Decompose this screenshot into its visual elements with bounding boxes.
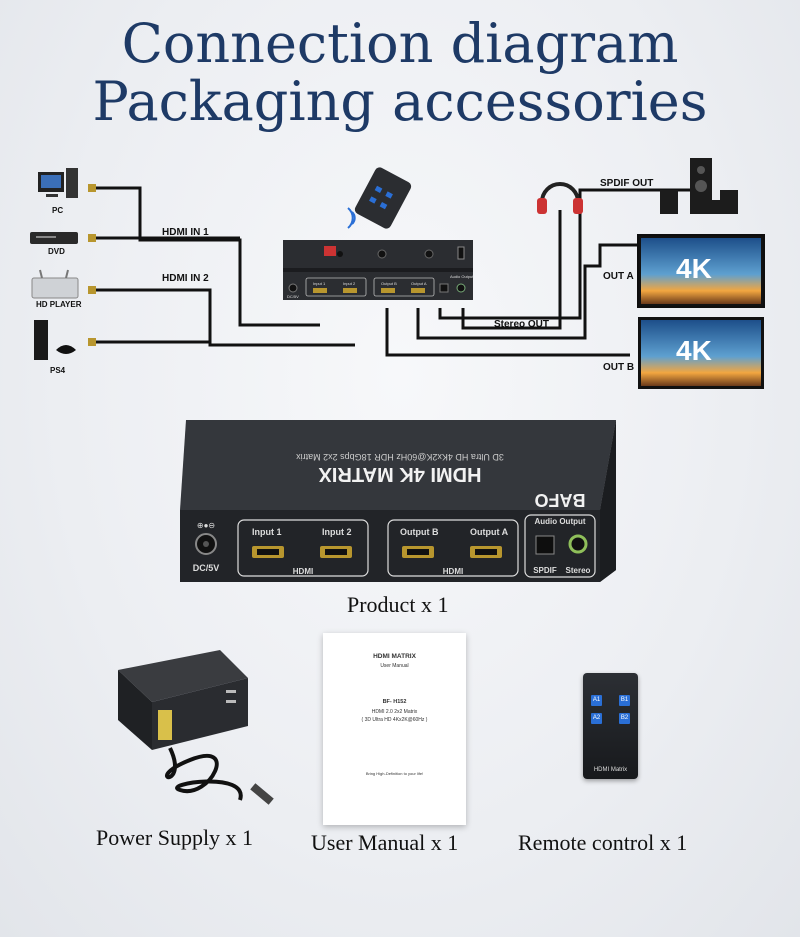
product-input-1-label: Input 1 bbox=[252, 527, 282, 537]
product-input-2-label: Input 2 bbox=[322, 527, 352, 537]
remote-b1-button: B1 bbox=[619, 695, 630, 706]
product-brand-logo: BAFO bbox=[535, 490, 586, 510]
wire-stereo bbox=[461, 210, 562, 330]
power-supply-image bbox=[118, 650, 274, 805]
small-output-b-label: Output B bbox=[381, 281, 397, 286]
out-a-label: OUT A bbox=[603, 271, 634, 282]
remote-control-image: A1 B1 A2 B2 HDMI Matrix bbox=[583, 673, 638, 779]
manual-title: HDMI MATRIX bbox=[373, 653, 416, 660]
hd-player-icon bbox=[31, 269, 79, 299]
wire-hdplayer bbox=[95, 288, 355, 347]
user-manual-caption: User Manual x 1 bbox=[311, 830, 459, 855]
small-input-1-label: Input 1 bbox=[313, 281, 326, 286]
tv-out-a bbox=[637, 234, 765, 308]
product-output-a-label: Output A bbox=[470, 527, 509, 537]
source-pc-label: PC bbox=[52, 206, 64, 215]
manual-model: BF- H152 bbox=[382, 699, 407, 705]
product-hdmi-group-1: HDMI bbox=[293, 567, 313, 576]
remote-b2-button: B2 bbox=[619, 713, 630, 724]
diagram-matrix-device: Input 1 Input 2 Output B Output A Audio … bbox=[283, 240, 474, 300]
source-dvd-label: DVD bbox=[48, 247, 65, 256]
out-b-label: OUT B bbox=[603, 362, 635, 373]
product-matrix: 3D Ultra HD 4Kx2K@60Hz HDR 18Gbps 2x2 Ma… bbox=[180, 420, 616, 582]
wire-spdif bbox=[438, 188, 690, 320]
ps4-icon bbox=[34, 320, 76, 360]
remote-a2-button: A2 bbox=[591, 713, 602, 724]
manual-desc2: ( 3D Ultra HD 4Kx2K@60Hz ) bbox=[361, 717, 428, 723]
product-stereo-label: Stereo bbox=[566, 566, 591, 575]
connection-diagram: Input 1 Input 2 Output B Output A Audio … bbox=[30, 158, 765, 389]
spdif-out-label: SPDIF OUT bbox=[600, 178, 654, 189]
wire-out-b-short bbox=[385, 308, 630, 357]
diagram-remote-icon bbox=[347, 167, 412, 229]
product-output-b-label: Output B bbox=[400, 527, 439, 537]
product-hdmi-group-2: HDMI bbox=[443, 567, 463, 576]
dvd-icon bbox=[30, 232, 78, 244]
source-hd-player-label: HD PLAYER bbox=[36, 300, 82, 309]
svg-text:⊕●⊖: ⊕●⊖ bbox=[197, 521, 215, 530]
product-spdif-label: SPDIF bbox=[533, 566, 557, 575]
hdmi-in-2-label: HDMI IN 2 bbox=[162, 273, 209, 284]
wire-pc bbox=[95, 186, 320, 327]
pc-icon bbox=[38, 168, 78, 198]
manual-desc: HDMI 2.0 2x2 Matrix bbox=[371, 709, 418, 715]
remote-caption: Remote control x 1 bbox=[518, 830, 688, 855]
hdmi-in-1-label: HDMI IN 1 bbox=[162, 227, 209, 238]
small-output-a-label: Output A bbox=[411, 281, 427, 286]
small-dc-label: DC/5V bbox=[287, 294, 299, 299]
wire-out-a bbox=[416, 243, 640, 340]
product-dc-label: DC/5V bbox=[193, 563, 220, 573]
manual-subtitle: User Manual bbox=[380, 663, 409, 669]
product-spec-text: 3D Ultra HD 4Kx2K@60Hz HDR 18Gbps 2x2 Ma… bbox=[296, 452, 504, 462]
source-ps4-label: PS4 bbox=[50, 366, 66, 375]
product-audio-output-label: Audio Output bbox=[534, 517, 585, 526]
title-line-2: Packaging accessories bbox=[92, 70, 708, 133]
remote-a1-button: A1 bbox=[591, 695, 602, 706]
small-input-2-label: Input 2 bbox=[343, 281, 356, 286]
tv-a-4k-badge: 4K bbox=[676, 253, 712, 284]
remote-label: HDMI Matrix bbox=[593, 767, 628, 773]
small-audio-output-label: Audio Output bbox=[450, 274, 474, 279]
speaker-system-icon bbox=[660, 158, 738, 214]
user-manual-image: HDMI MATRIX User Manual BF- H152 HDMI 2.… bbox=[323, 633, 466, 825]
tv-out-b bbox=[638, 317, 764, 389]
stereo-out-label: Stereo OUT bbox=[494, 319, 550, 330]
product-caption: Product x 1 bbox=[347, 592, 449, 617]
product-model-text: HDMI 4K MATRIX bbox=[318, 463, 482, 485]
tv-b-4k-badge: 4K bbox=[676, 335, 712, 366]
title-line-1: Connection diagram bbox=[121, 12, 679, 75]
headphones-icon bbox=[537, 182, 583, 214]
power-supply-caption: Power Supply x 1 bbox=[96, 825, 254, 850]
manual-footer: Bring High-Definition to your life! bbox=[365, 771, 424, 776]
